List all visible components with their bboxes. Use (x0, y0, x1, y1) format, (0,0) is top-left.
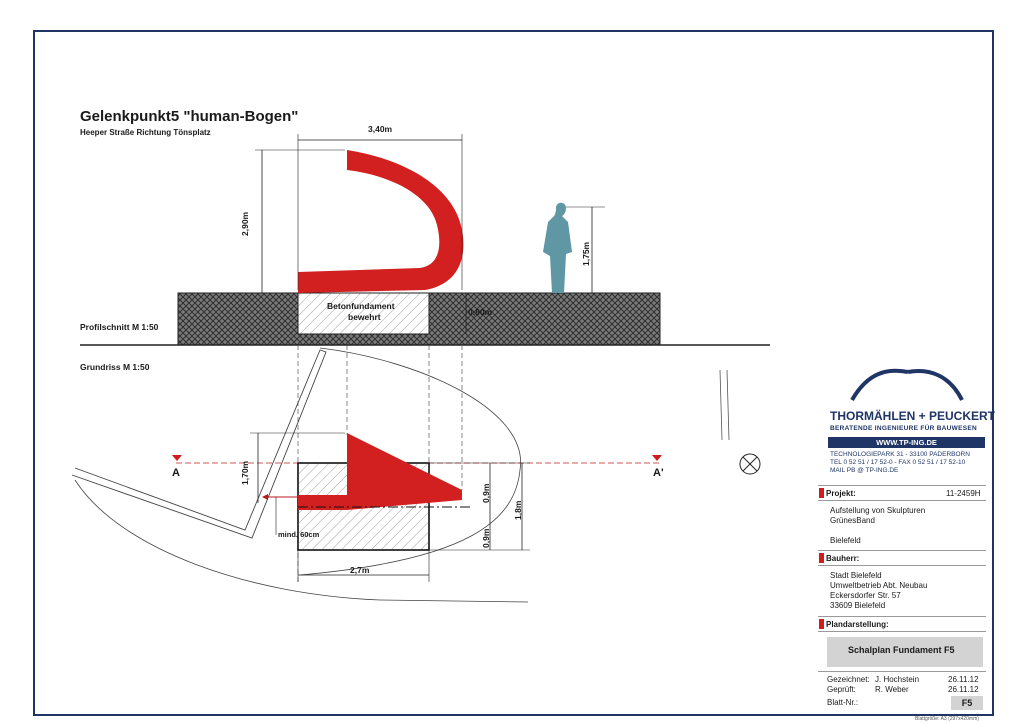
project-marker (819, 488, 824, 498)
client-label: Bauherr: (826, 554, 860, 563)
dim-person: 1,75m (581, 241, 591, 266)
plan-title: Schalplan Fundament F5 (848, 645, 955, 655)
section-label-a: A (172, 467, 180, 479)
dim-half-2: 0,9m (481, 528, 491, 548)
profile-label: Profilschnitt M 1:50 (80, 322, 159, 332)
company-logo (850, 368, 964, 402)
section-marker-a2 (652, 455, 662, 461)
client-line-1: Stadt Bielefeld (830, 571, 882, 580)
plan-title-box (827, 637, 983, 667)
foundation-label-2: bewehrt (348, 312, 381, 322)
drawn-label: Gezeichnet: (827, 675, 870, 684)
project-number: 11-2459H (946, 489, 981, 498)
client-line-3: Eckersdorfer Str. 57 (830, 591, 901, 600)
sculpture-plan (298, 433, 462, 510)
checked-label: Geprüft: (827, 685, 856, 694)
sculpture-elevation (298, 150, 464, 293)
project-label: Projekt: (826, 489, 856, 498)
plan-label-tb: Plandarstellung: (826, 620, 889, 629)
foundation-label-1: Betonfundament (327, 301, 395, 311)
client-line-4: 33609 Bielefeld (830, 601, 886, 610)
sheet-size-note: Blattgröße: A3 (297x420mm) (915, 716, 979, 722)
drawing-subtitle: Heeper Straße Richtung Tönsplatz (80, 128, 211, 137)
company-subtitle: BERATENDE INGENIEURE FÜR BAUWESEN (830, 425, 978, 432)
company-name: THORMÄHLEN + PEUCKERT (830, 409, 996, 423)
plan-label: Grundriss M 1:50 (80, 362, 150, 372)
sheet-label: Blatt-Nr.: (827, 698, 859, 707)
company-address: TECHNOLOGIEPARK 31 - 33100 PADERBORN (830, 451, 970, 458)
dim-plan-height: 1,70m (240, 460, 250, 485)
project-desc-1: Aufstellung von Skulpturen (830, 506, 926, 515)
dim-min: mind. 60cm (278, 530, 320, 539)
person-silhouette (543, 202, 572, 293)
drawing-frame (33, 30, 994, 716)
plan-marker (819, 619, 824, 629)
company-phone: TEL 0 52 51 / 17 52-0 - FAX 0 52 51 / 17… (830, 459, 966, 466)
drawing-title: Gelenkpunkt5 "human-Bogen" (80, 108, 299, 125)
drawn-by: J. Hochstein (875, 675, 920, 684)
client-line-2: Umweltbetrieb Abt. Neubau (830, 581, 928, 590)
sheet-number: F5 (951, 696, 983, 710)
checked-by: R. Weber (875, 685, 909, 694)
dim-width: 3,40m (368, 124, 393, 134)
dim-foundation-depth: 0,80m (468, 307, 493, 317)
client-marker (819, 553, 824, 563)
dim-height: 2,90m (240, 211, 250, 236)
dim-plan-width: 2,7m (350, 565, 370, 575)
section-label-a2: A' (653, 467, 664, 479)
checked-date: 26.11.12 (948, 685, 979, 694)
company-mail: MAIL PB @ TP-ING.DE (830, 467, 899, 474)
drawn-date: 26.11.12 (948, 675, 979, 684)
project-city: Bielefeld (830, 536, 861, 545)
company-url: WWW.TP-ING.DE (828, 437, 985, 448)
dim-total: 1,8m (513, 500, 523, 520)
section-marker-a (172, 455, 182, 461)
north-symbol (739, 453, 761, 475)
dim-half-1: 0,9m (481, 483, 491, 503)
project-desc-2: GrünesBand (830, 516, 875, 525)
